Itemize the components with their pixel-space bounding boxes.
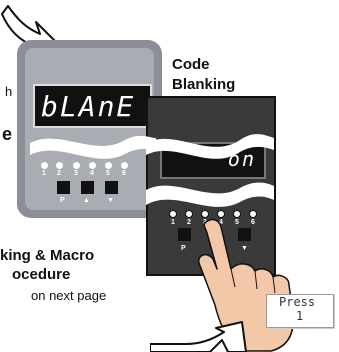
right-key-down[interactable] bbox=[238, 228, 251, 241]
left-key-down-label: ▼ bbox=[107, 197, 114, 204]
curved-arrow-icon bbox=[150, 321, 247, 352]
left-meter-display: bLAnE bbox=[33, 84, 152, 128]
left-button-number: 2 bbox=[57, 170, 61, 177]
left-button-1[interactable] bbox=[41, 162, 48, 169]
right-button-number: 1 bbox=[171, 219, 175, 226]
right-key-p[interactable] bbox=[178, 228, 191, 241]
right-button-number: 6 bbox=[251, 219, 255, 226]
right-button-5[interactable] bbox=[233, 210, 241, 218]
procedure-title-line-2: ocedure bbox=[12, 266, 71, 283]
left-key-down[interactable] bbox=[105, 181, 118, 194]
left-key-p-label: P bbox=[60, 197, 65, 204]
left-button-number: 3 bbox=[74, 170, 78, 177]
left-button-number: 4 bbox=[90, 170, 94, 177]
right-key-down-label: ▼ bbox=[241, 245, 248, 252]
left-meter: bLAnE 1 2 3 4 5 6 P ▲ ▼ bbox=[17, 40, 162, 218]
right-button-3[interactable] bbox=[201, 210, 209, 218]
right-button-6[interactable] bbox=[249, 210, 257, 218]
left-display-readout: bLAnE bbox=[41, 90, 136, 123]
right-meter-display: on bbox=[160, 142, 266, 179]
procedure-note: on next page bbox=[31, 288, 107, 303]
left-button-number: 5 bbox=[106, 170, 110, 177]
right-button-1[interactable] bbox=[169, 210, 177, 218]
right-key-p-label: P bbox=[181, 245, 186, 252]
left-button-number: 6 bbox=[122, 170, 126, 177]
press-label: Press 1 bbox=[266, 294, 334, 328]
left-button-6[interactable] bbox=[121, 162, 128, 169]
left-button-3[interactable] bbox=[73, 162, 80, 169]
callout-line-1: Code bbox=[172, 56, 210, 73]
left-key-up-label: ▲ bbox=[83, 197, 90, 204]
right-button-4[interactable] bbox=[217, 210, 225, 218]
left-key-p[interactable] bbox=[57, 181, 70, 194]
press-label-line-1: Press bbox=[279, 295, 316, 309]
right-display-readout: on bbox=[227, 147, 256, 171]
procedure-title-line-1: king & Macro bbox=[0, 247, 95, 264]
press-label-line-2: 1 bbox=[296, 309, 304, 323]
right-button-2[interactable] bbox=[185, 210, 193, 218]
callout-line-2: Blanking bbox=[172, 76, 236, 93]
left-key-up[interactable] bbox=[81, 181, 94, 194]
right-button-number: 2 bbox=[187, 219, 191, 226]
heading-fragment: e bbox=[2, 124, 13, 144]
right-button-number: 5 bbox=[235, 219, 239, 226]
left-button-2[interactable] bbox=[56, 162, 63, 169]
right-button-number: 4 bbox=[219, 219, 223, 226]
left-button-5[interactable] bbox=[105, 162, 112, 169]
left-button-4[interactable] bbox=[89, 162, 96, 169]
instruction-text-fragment: h bbox=[5, 84, 13, 99]
left-button-number: 1 bbox=[42, 170, 46, 177]
